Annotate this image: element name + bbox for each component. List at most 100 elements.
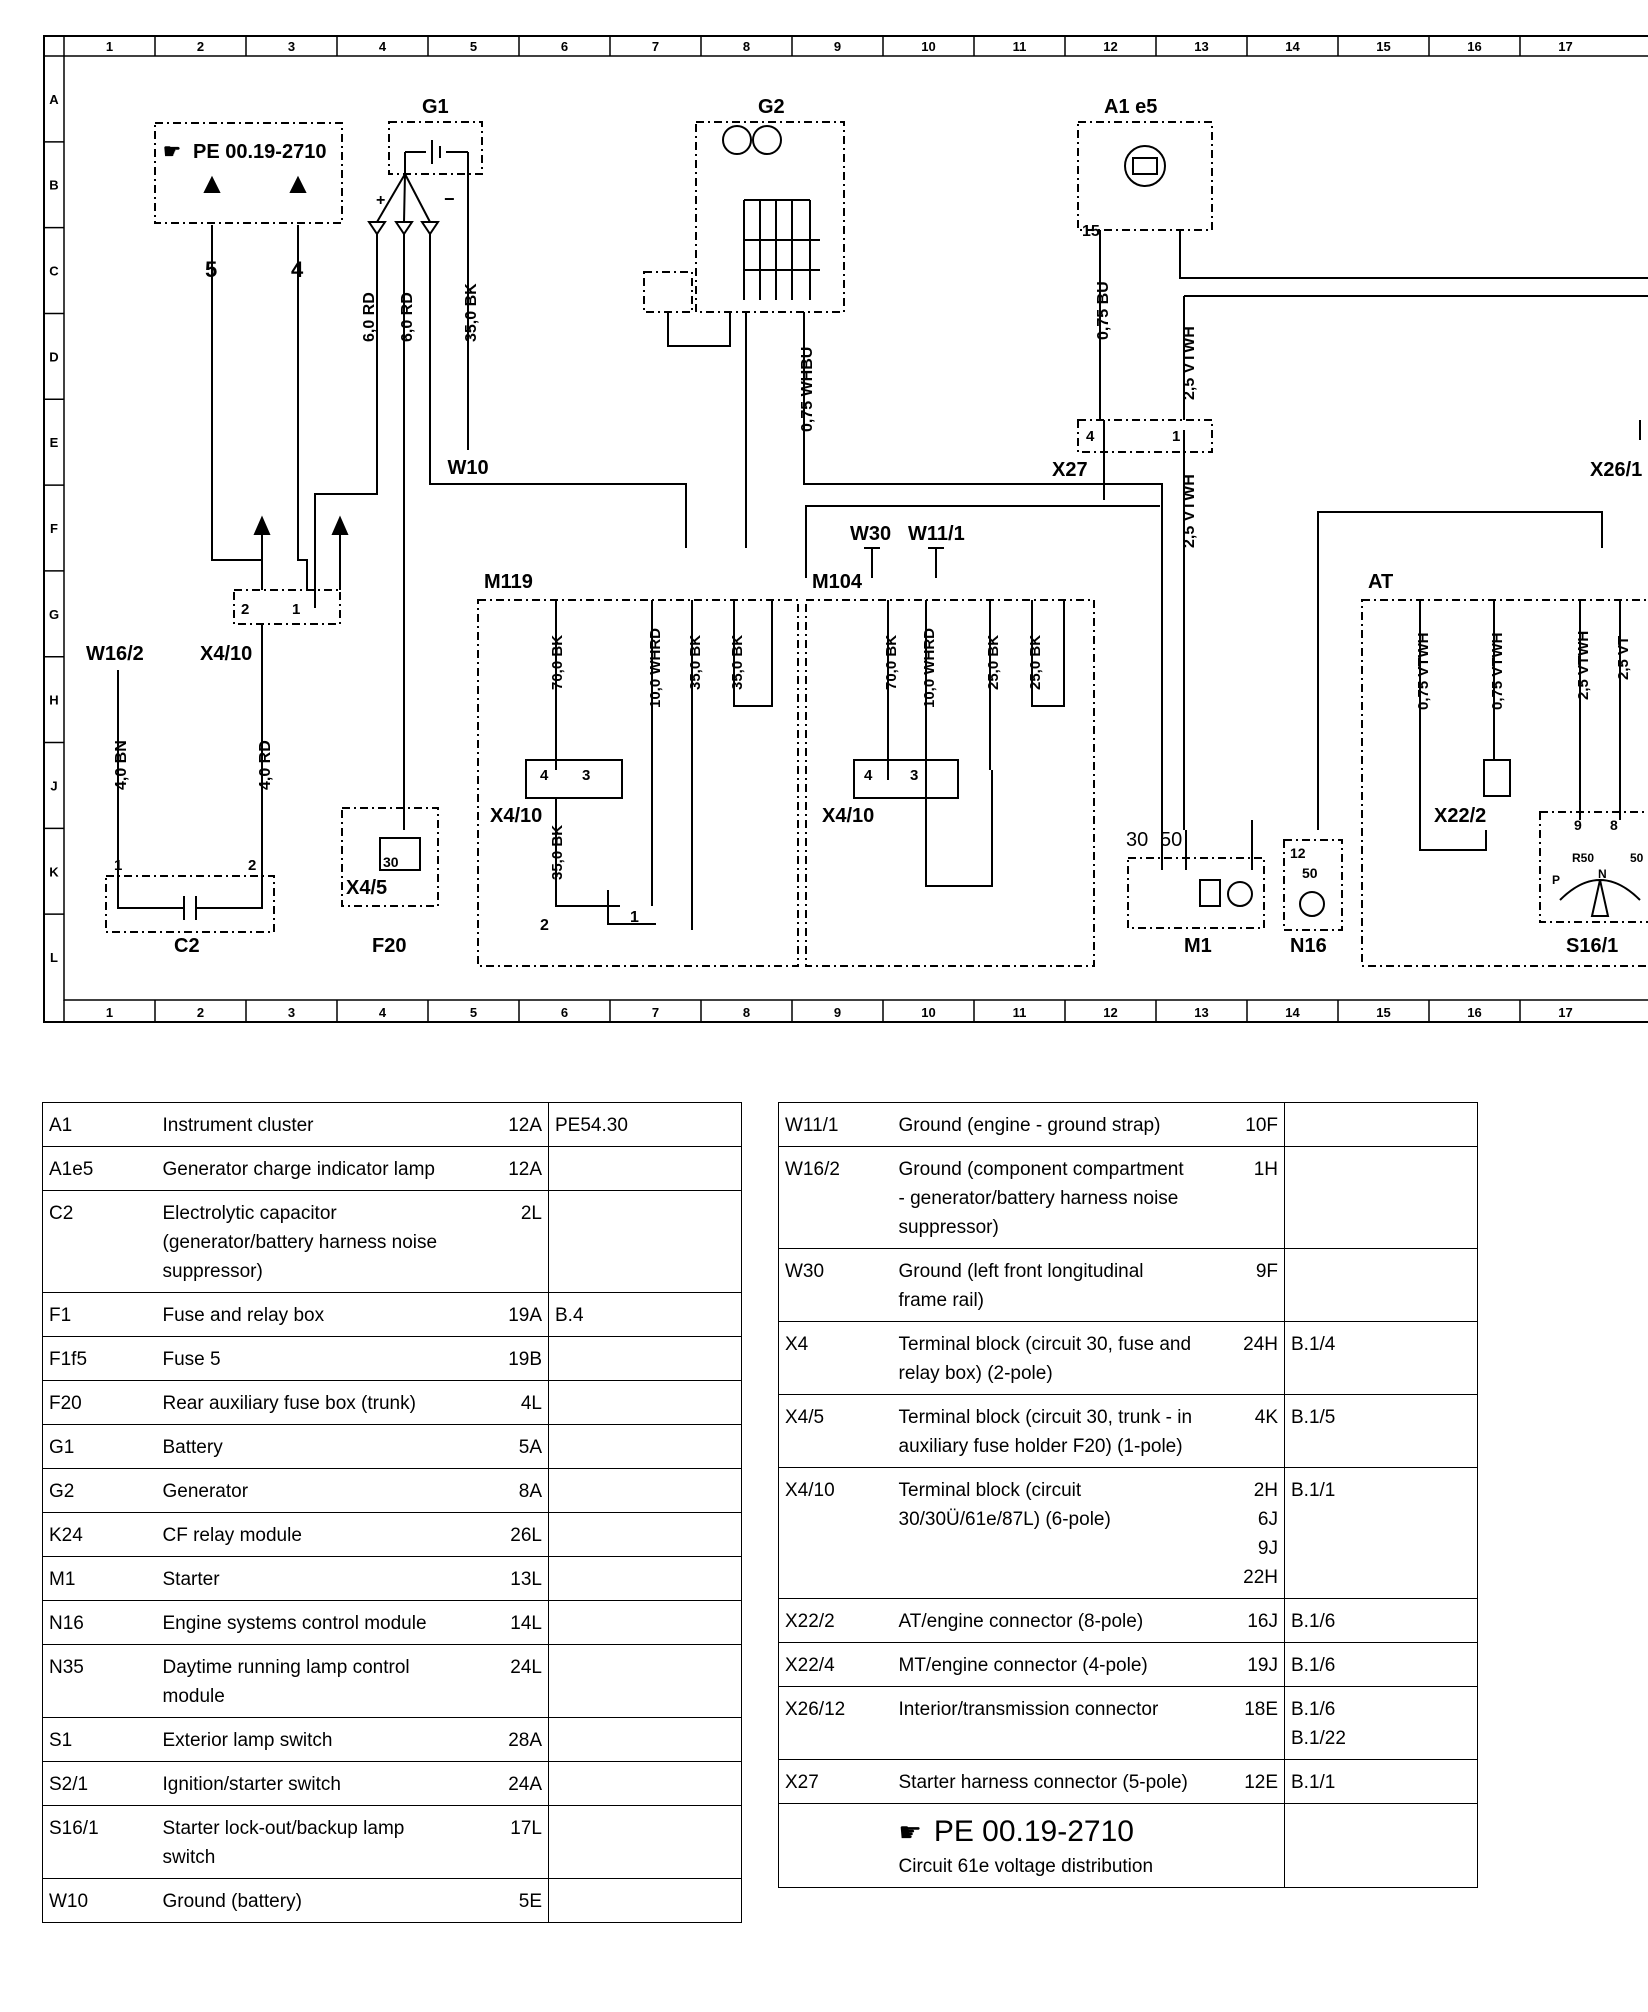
legend-cell-code: S2/1 bbox=[42, 1761, 157, 1806]
legend-cell-loc: 17L bbox=[500, 1805, 549, 1879]
legend-cell-empty bbox=[1284, 1803, 1478, 1888]
x4-5-label: X4/5 bbox=[346, 877, 387, 899]
legend-cell-ref: PE54.30 bbox=[548, 1102, 742, 1147]
legend-cell-ref bbox=[548, 1761, 742, 1806]
grid-column-label: 7 bbox=[652, 39, 659, 54]
legend-cell-ref bbox=[548, 1468, 742, 1513]
w11-label: W11/1 bbox=[908, 523, 965, 545]
wire-label: 35,0 BK bbox=[549, 825, 566, 880]
legend-cell-desc: Instrument cluster bbox=[156, 1102, 501, 1147]
legend-cell-code: W30 bbox=[778, 1248, 893, 1322]
grid-row-label: E bbox=[50, 435, 59, 450]
legend-cell-loc: 24A bbox=[500, 1761, 549, 1806]
legend-cell-ref bbox=[548, 1512, 742, 1557]
svg-text:+: + bbox=[376, 192, 385, 209]
legend-cell-desc: Starter bbox=[156, 1556, 501, 1601]
pin-label: 30 bbox=[383, 854, 399, 870]
legend-cell-loc: 19A bbox=[500, 1292, 549, 1337]
wire-label: 10,0 WHRD bbox=[647, 628, 664, 708]
legend-cell-desc: Terminal block (circuit 30/30Ü/61e/87L) … bbox=[892, 1467, 1237, 1599]
legend-cell-code: X22/2 bbox=[778, 1598, 893, 1643]
legend-cell-loc: 9F bbox=[1236, 1248, 1285, 1322]
grid-row-label: F bbox=[50, 521, 58, 536]
legend-cell-loc: 4K bbox=[1236, 1394, 1285, 1468]
g1-label: G1 bbox=[422, 96, 449, 118]
wire-label: 25,0 BK bbox=[1027, 635, 1044, 690]
x4-10-label: X4/10 bbox=[200, 643, 252, 665]
pin-label: 2 bbox=[248, 857, 256, 874]
legend-cell-desc: AT/engine connector (8-pole) bbox=[892, 1598, 1237, 1643]
legend-cell-desc: Ignition/starter switch bbox=[156, 1761, 501, 1806]
legend-cell-ref bbox=[548, 1556, 742, 1601]
legend-cell-loc: 12E bbox=[1236, 1759, 1285, 1804]
pin-label: P bbox=[1552, 873, 1560, 887]
legend-cell-desc: Exterior lamp switch bbox=[156, 1717, 501, 1762]
wire-label: 2,5 VT bbox=[1615, 636, 1632, 680]
w16-2-label: W16/2 bbox=[86, 643, 144, 665]
legend-cell-desc: Electrolytic capacitor (generator/batter… bbox=[156, 1190, 501, 1293]
grid-column-label: 5 bbox=[470, 39, 477, 54]
pin-label: 50 bbox=[1160, 829, 1182, 851]
grid-column-label: 3 bbox=[288, 1005, 295, 1020]
f20-label: F20 bbox=[372, 935, 406, 957]
legend-cell-ref: B.1/6 bbox=[1284, 1642, 1478, 1687]
grid-column-label: 11 bbox=[1013, 1005, 1027, 1020]
pin-label: 8 bbox=[1610, 817, 1618, 833]
legend-cell-desc: Generator bbox=[156, 1468, 501, 1513]
legend-cell-loc: 5E bbox=[500, 1878, 549, 1923]
legend-cell-loc: 19J bbox=[1236, 1642, 1285, 1687]
legend-cell-code: X4/5 bbox=[778, 1394, 893, 1468]
legend-cell-desc: Terminal block (circuit 30, fuse and rel… bbox=[892, 1321, 1237, 1395]
grid-column-label: 15 bbox=[1376, 39, 1390, 54]
legend-cell-code: K24 bbox=[42, 1512, 157, 1557]
grid-row-label: C bbox=[49, 264, 59, 279]
grid-row-label: L bbox=[50, 950, 58, 965]
x22-2-label: X22/2 bbox=[1434, 805, 1486, 827]
pin-label: 30 bbox=[1126, 829, 1148, 851]
legend-cell-loc: 8A bbox=[500, 1468, 549, 1513]
legend-cell-loc: 12A bbox=[500, 1102, 549, 1147]
grid-column-label: 8 bbox=[743, 39, 750, 54]
grid-column-label: 13 bbox=[1194, 39, 1208, 54]
legend-cell-desc: Fuse 5 bbox=[156, 1336, 501, 1381]
legend-cell-loc: 10F bbox=[1236, 1102, 1285, 1147]
pin-label: 1 bbox=[1172, 428, 1180, 445]
wire-label: 35,0 BK bbox=[463, 283, 480, 342]
legend-cell-desc: Starter harness connector (5-pole) bbox=[892, 1759, 1237, 1804]
s16-1-label: S16/1 bbox=[1566, 935, 1618, 957]
legend-cell-ref bbox=[1284, 1248, 1478, 1322]
legend-cell-desc: Rear auxiliary fuse box (trunk) bbox=[156, 1380, 501, 1425]
legend-cell-loc: 28A bbox=[500, 1717, 549, 1762]
wire-label: 10,0 WHRD bbox=[921, 628, 938, 708]
wire-label: 35,0 BK bbox=[729, 635, 746, 690]
m104-label: M104 bbox=[812, 571, 863, 593]
wire-label: 6,0 RD bbox=[361, 292, 378, 342]
wire-label: 6,0 RD bbox=[399, 292, 416, 342]
legend-cell-code: W10 bbox=[42, 1878, 157, 1923]
pin-label: 2 bbox=[540, 917, 549, 934]
legend-cell-ref bbox=[548, 1644, 742, 1718]
legend-cell-empty bbox=[778, 1803, 893, 1888]
legend-cell-loc: 13L bbox=[500, 1556, 549, 1601]
x27-label: X27 bbox=[1052, 459, 1088, 481]
legend-cell-code: S1 bbox=[42, 1717, 157, 1762]
n16-label: N16 bbox=[1290, 935, 1327, 957]
legend-cell-code: X22/4 bbox=[778, 1642, 893, 1687]
pin-label: 9 bbox=[1574, 817, 1582, 833]
wire-label: 2,5 VTWH bbox=[1575, 631, 1592, 700]
grid-column-label: 13 bbox=[1194, 1005, 1208, 1020]
grid-column-label: 16 bbox=[1467, 1005, 1481, 1020]
pin-label: 4 bbox=[864, 767, 873, 784]
legend-cell-loc: 2H 6J 9J 22H bbox=[1236, 1467, 1285, 1599]
legend-cell-desc: Generator charge indicator lamp bbox=[156, 1146, 501, 1191]
grid-column-label: 10 bbox=[921, 39, 935, 54]
